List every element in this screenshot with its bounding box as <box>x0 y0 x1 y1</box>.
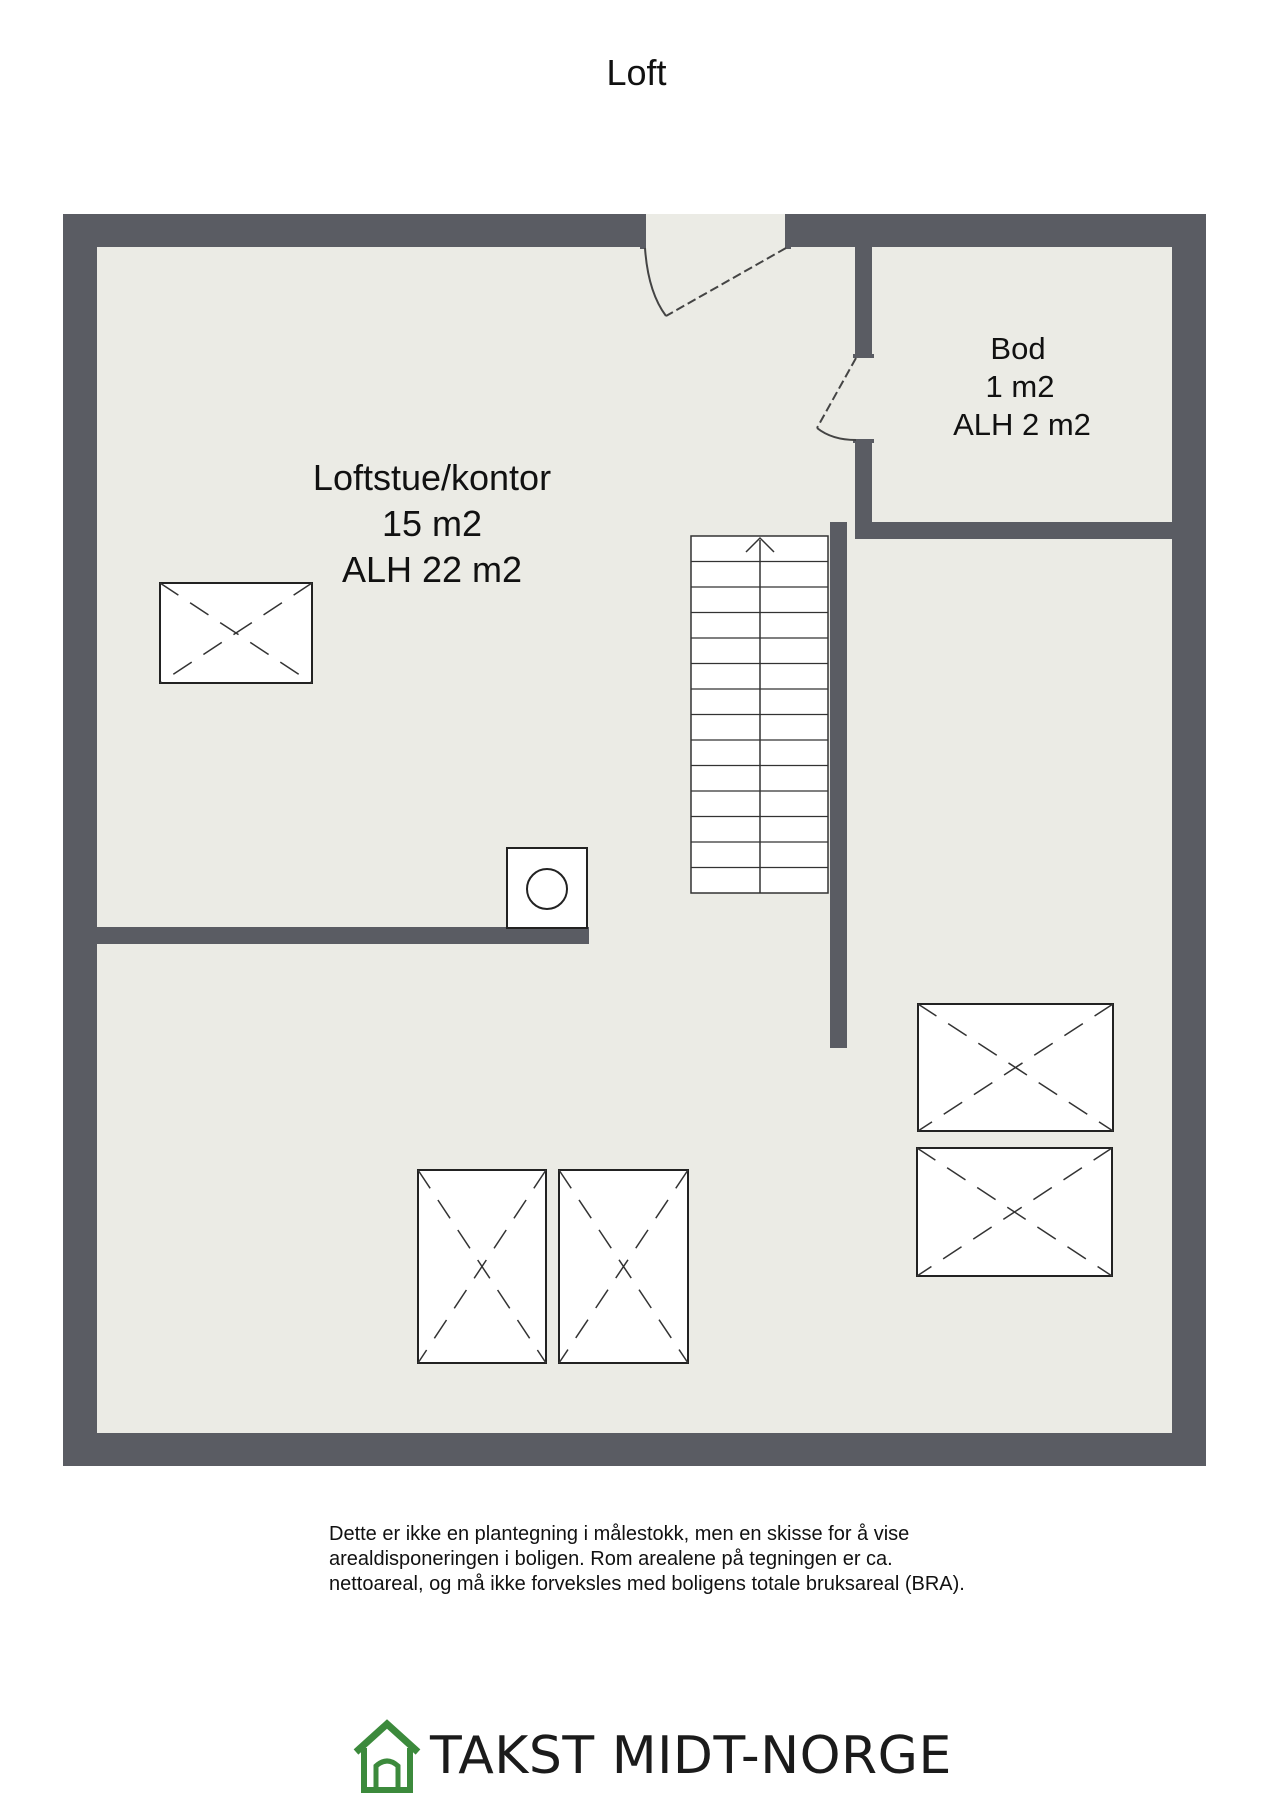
door-swing <box>644 247 667 317</box>
door-leaf <box>816 357 857 429</box>
floor-title: Loft <box>606 52 667 93</box>
skylight-window <box>159 582 313 684</box>
bod-wall <box>855 522 1172 539</box>
room-area: 1 m2 <box>986 369 1055 404</box>
room-alh: ALH 2 m2 <box>953 407 1091 442</box>
entrance-opening <box>643 214 788 249</box>
room-name: Bod <box>990 331 1045 366</box>
brand-logo: TAKST MIDT-NORGE <box>352 1718 952 1794</box>
door-swing <box>816 427 857 441</box>
room-label-loftstue: Loftstue/kontor 15 m2 ALH 22 m2 <box>313 457 551 590</box>
chimney-flue <box>526 868 568 910</box>
bod-wall <box>855 440 872 530</box>
chimney <box>506 847 588 929</box>
inner-wall <box>830 522 847 1048</box>
room-alh: ALH 22 m2 <box>342 549 522 590</box>
disclaimer-text: Dette er ikke en plantegning i målestokk… <box>329 1523 965 1595</box>
bod-wall <box>855 247 872 357</box>
room-name: Loftstue/kontor <box>313 457 551 498</box>
skylight-window <box>916 1147 1113 1277</box>
inner-wall <box>97 927 589 944</box>
door-leaf <box>665 247 787 317</box>
skylight-window <box>558 1169 689 1364</box>
house-icon <box>353 1719 421 1793</box>
skylight-window <box>417 1169 547 1364</box>
skylight-window <box>917 1003 1114 1132</box>
room-label-bod: Bod 1 m2 ALH 2 m2 <box>953 331 1091 442</box>
brand-name: TAKST MIDT-NORGE <box>430 1726 952 1786</box>
staircase <box>690 535 829 894</box>
room-area: 15 m2 <box>382 503 482 544</box>
